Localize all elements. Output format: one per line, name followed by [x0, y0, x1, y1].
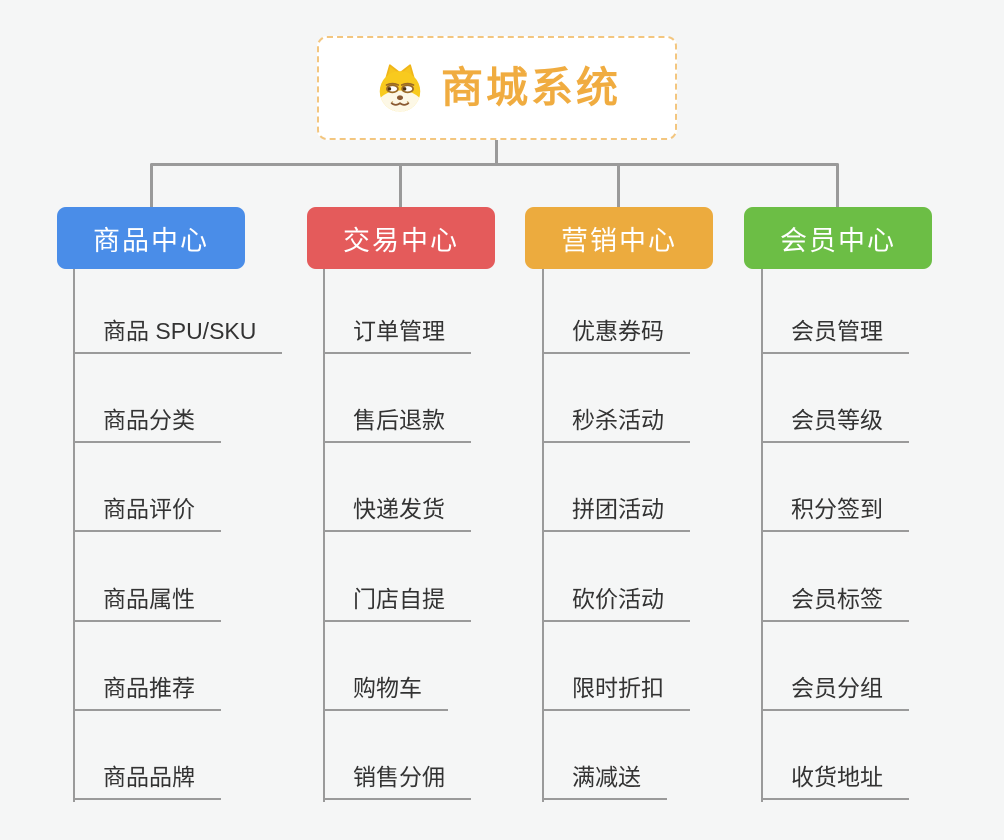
- leaf-node[interactable]: 拼团活动: [542, 494, 690, 532]
- leaf-node[interactable]: 门店自提: [323, 584, 471, 622]
- leaf-node[interactable]: 积分签到: [761, 494, 909, 532]
- leaf-node[interactable]: 会员等级: [761, 405, 909, 443]
- branch-node-product-center[interactable]: 商品中心: [57, 207, 245, 269]
- leaf-node[interactable]: 优惠券码: [542, 316, 690, 354]
- branch-drop-connector: [150, 164, 153, 208]
- root-node-title: 商城系统: [440, 64, 621, 111]
- leaf-node[interactable]: 收货地址: [761, 762, 909, 800]
- leaf-node[interactable]: 满减送: [542, 762, 667, 800]
- leaf-node[interactable]: 会员分组: [761, 673, 909, 711]
- leaf-node[interactable]: 商品评价: [73, 494, 221, 532]
- branch-drop-connector: [399, 164, 402, 208]
- branch-drop-connector: [836, 164, 839, 208]
- leaf-node[interactable]: 秒杀活动: [542, 405, 690, 443]
- branch-children-column-product: 商品 SPU/SKU 商品分类 商品评价 商品属性 商品推荐 商品品牌: [73, 269, 313, 802]
- leaf-node[interactable]: 砍价活动: [542, 584, 690, 622]
- leaf-node[interactable]: 订单管理: [323, 316, 471, 354]
- leaf-node[interactable]: 商品 SPU/SKU: [73, 316, 283, 354]
- branch-node-marketing-center[interactable]: 营销中心: [525, 207, 713, 269]
- shiba-dog-icon: [379, 64, 421, 112]
- leaf-node[interactable]: 商品品牌: [73, 762, 221, 800]
- leaf-node[interactable]: 限时折扣: [542, 673, 690, 711]
- branch-children-column-trade: 订单管理 售后退款 快递发货 门店自提 购物车 销售分佣: [323, 269, 563, 802]
- root-stem-connector: [495, 140, 498, 164]
- leaf-node[interactable]: 销售分佣: [323, 762, 471, 800]
- leaf-node[interactable]: 会员管理: [761, 316, 909, 354]
- leaf-node[interactable]: 商品分类: [73, 405, 221, 443]
- leaf-node[interactable]: 快递发货: [323, 494, 471, 532]
- branch-bus-connector: [150, 163, 839, 166]
- root-node[interactable]: 商城系统: [317, 36, 677, 140]
- branch-node-trade-center[interactable]: 交易中心: [307, 207, 495, 269]
- branch-drop-connector: [617, 164, 620, 208]
- branch-node-member-center[interactable]: 会员中心: [744, 207, 932, 269]
- leaf-node[interactable]: 商品属性: [73, 584, 221, 622]
- leaf-node[interactable]: 售后退款: [323, 405, 471, 443]
- branch-children-column-marketing: 优惠券码 秒杀活动 拼团活动 砍价活动 限时折扣 满减送: [542, 269, 782, 802]
- leaf-node[interactable]: 会员标签: [761, 584, 909, 622]
- leaf-node[interactable]: 商品推荐: [73, 673, 221, 711]
- branch-children-column-member: 会员管理 会员等级 积分签到 会员标签 会员分组 收货地址: [761, 269, 1001, 802]
- leaf-node[interactable]: 购物车: [323, 673, 448, 711]
